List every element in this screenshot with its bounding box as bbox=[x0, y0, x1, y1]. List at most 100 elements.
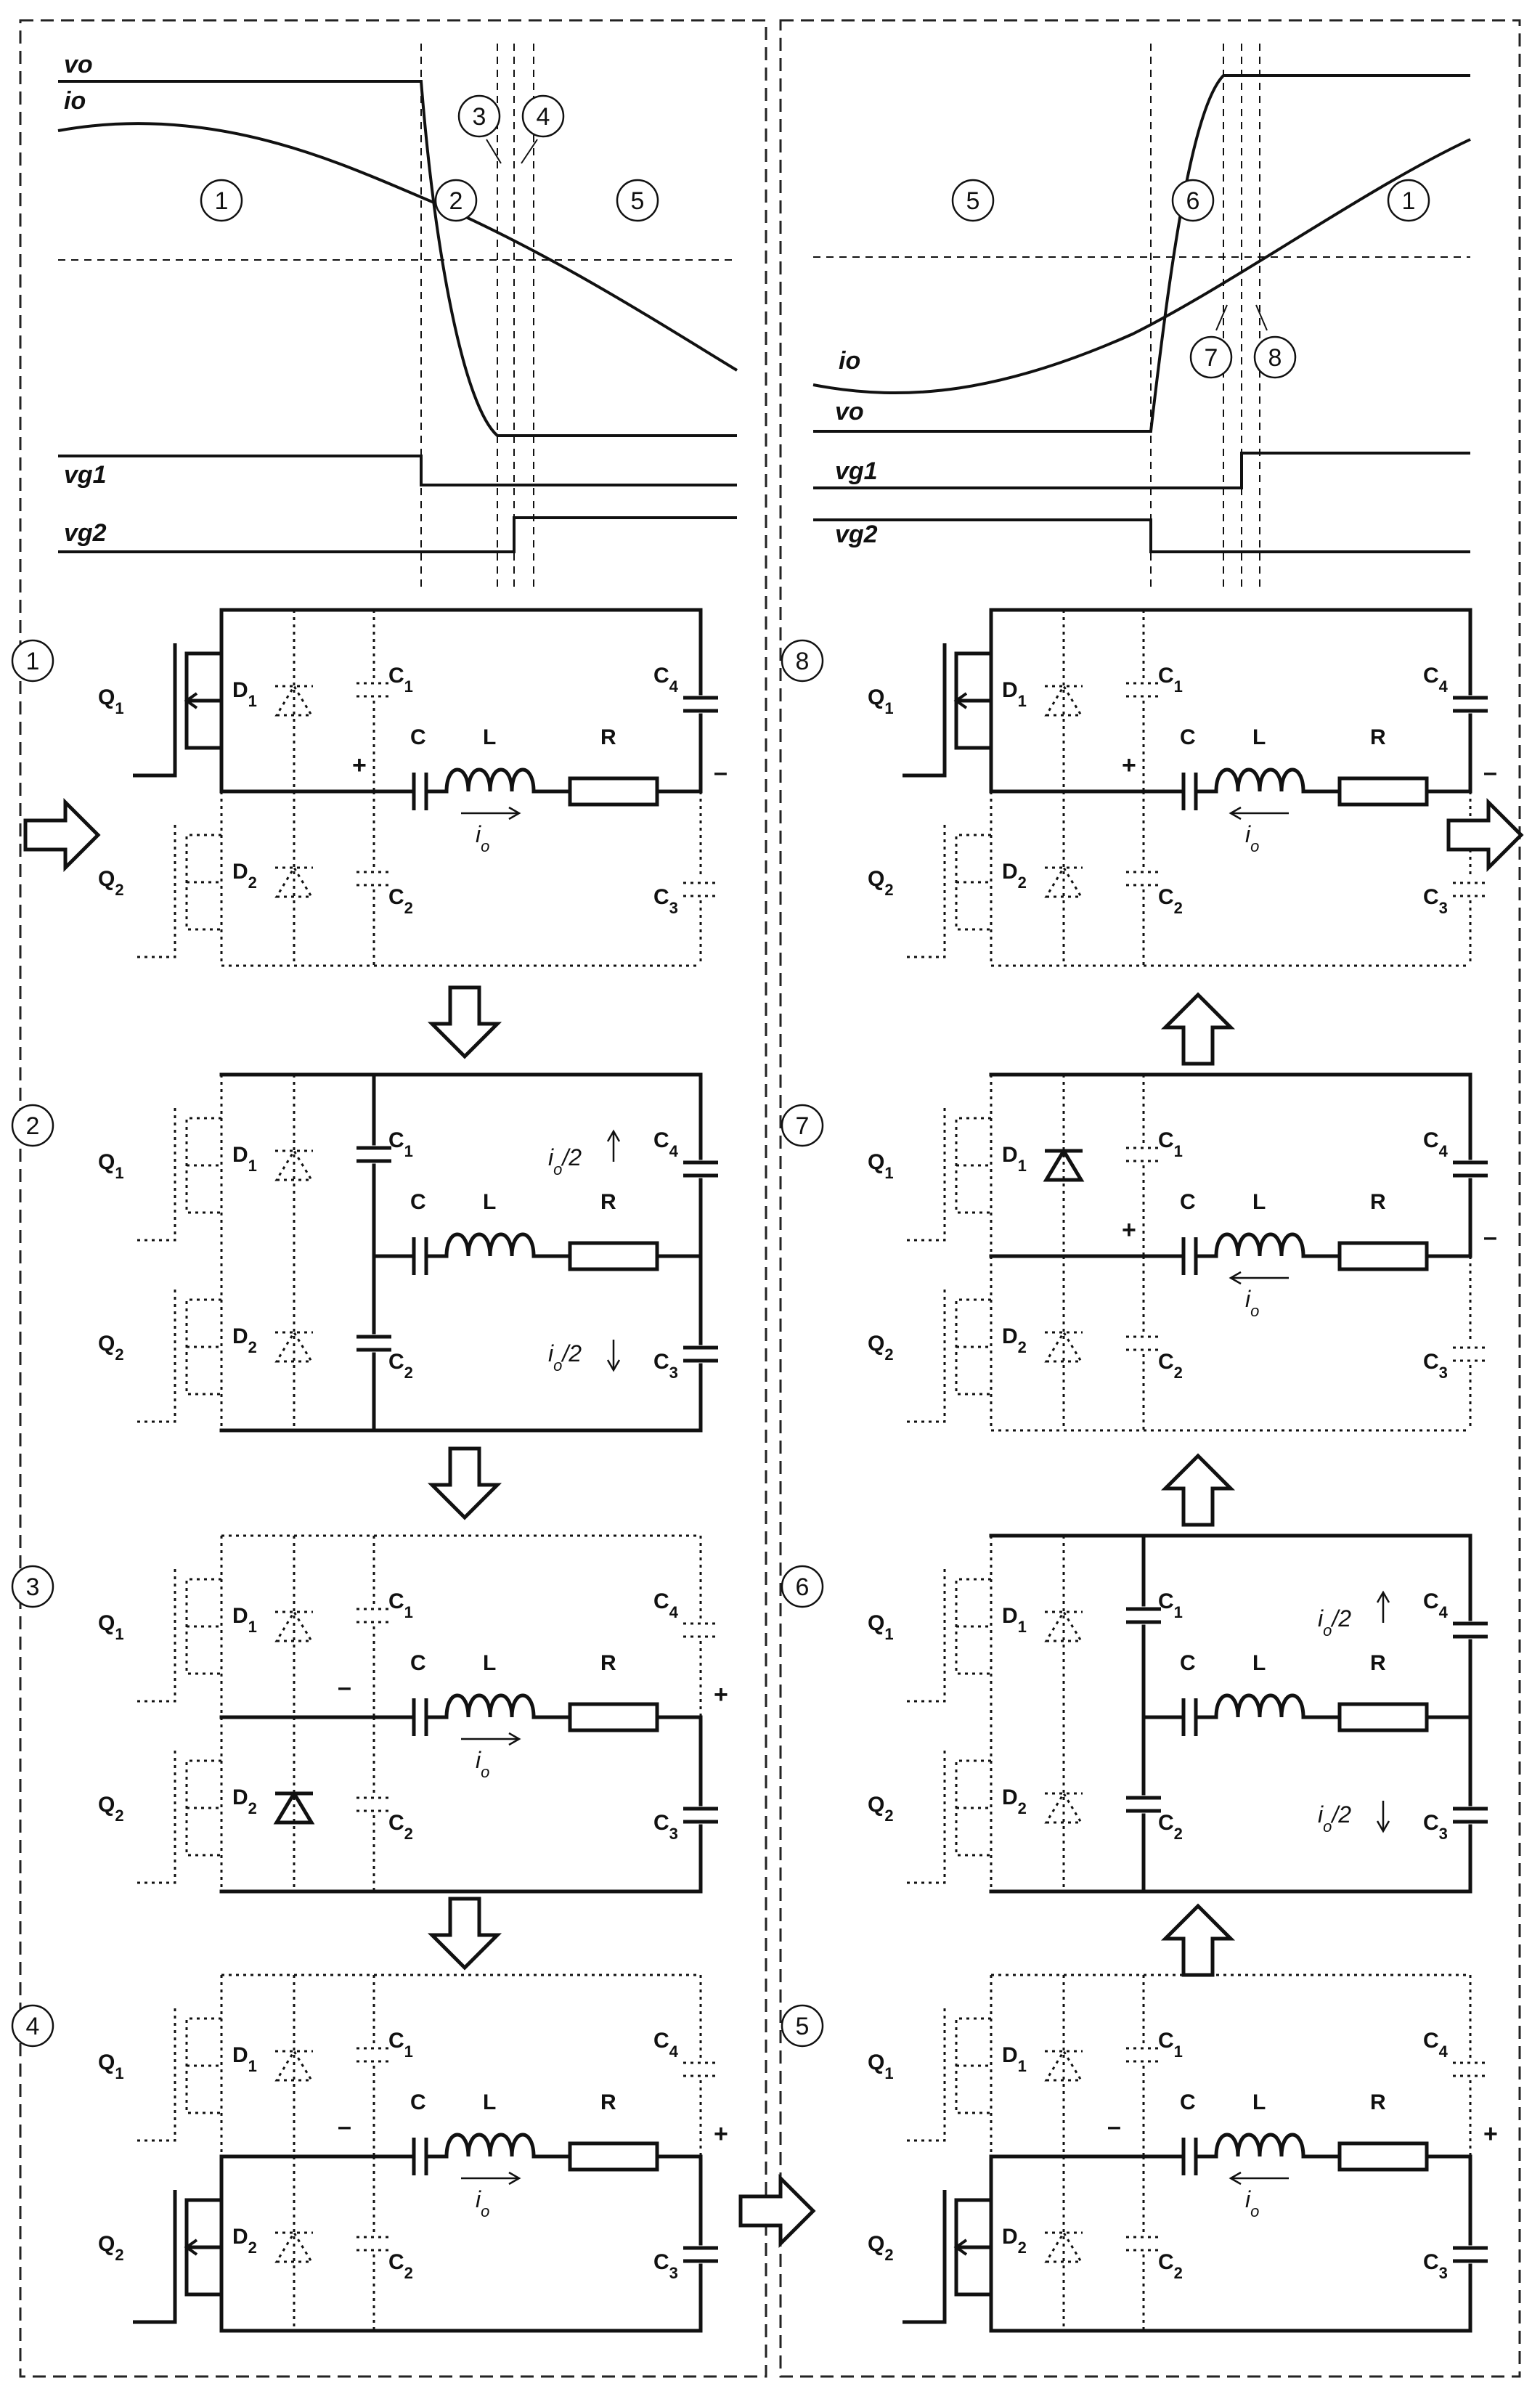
q2-mosfet bbox=[903, 825, 991, 958]
current-arrow-head bbox=[606, 1359, 621, 1372]
resistor bbox=[1337, 1241, 1429, 1271]
state-marker bbox=[11, 2004, 54, 2048]
q1-label: Q1 bbox=[868, 2050, 894, 2082]
current-half-label: io/2 bbox=[1318, 1605, 1351, 1640]
c4-label: C4 bbox=[653, 2029, 679, 2061]
flow-arrow bbox=[1160, 992, 1236, 1066]
c3-capacitor bbox=[1453, 2246, 1488, 2263]
c3-label: C3 bbox=[1423, 2250, 1448, 2282]
q2-mosfet bbox=[133, 1751, 221, 1884]
q2-label: Q2 bbox=[868, 867, 894, 899]
d1-label: D1 bbox=[1002, 678, 1027, 710]
d2-diode bbox=[274, 1330, 314, 1363]
vo-label: vo bbox=[835, 398, 864, 425]
svg-text:2: 2 bbox=[449, 187, 463, 215]
state-number: 7 bbox=[796, 1112, 810, 1140]
svg-text:7: 7 bbox=[1205, 344, 1218, 372]
current-label: io bbox=[476, 2186, 489, 2220]
r-label: R bbox=[1370, 2090, 1386, 2114]
r-label: R bbox=[600, 1190, 616, 1214]
q1-label: Q1 bbox=[98, 2050, 124, 2082]
q1-mosfet bbox=[133, 2008, 221, 2142]
resistor bbox=[1337, 2141, 1429, 2172]
d1-diode bbox=[274, 1610, 314, 1642]
c2-label: C2 bbox=[1158, 1811, 1183, 1843]
d1-diode bbox=[1044, 684, 1083, 717]
q2-mosfet bbox=[903, 1751, 991, 1884]
state-number: 1 bbox=[26, 648, 40, 675]
current-label: io bbox=[1245, 821, 1259, 855]
right-waveforms bbox=[812, 44, 1471, 592]
c-label: C bbox=[1180, 2090, 1196, 2114]
inductor bbox=[1214, 1232, 1305, 1257]
q1-label: Q1 bbox=[868, 1150, 894, 1182]
state-marker bbox=[11, 1104, 54, 1147]
right-interval-numbers: 5 6 1 7 8 bbox=[966, 187, 1416, 372]
l-label: L bbox=[483, 2090, 496, 2114]
svg-text:1: 1 bbox=[1402, 187, 1416, 215]
c3-label: C3 bbox=[1423, 885, 1448, 917]
svg-text:4: 4 bbox=[537, 103, 550, 131]
c2-label: C2 bbox=[1158, 2250, 1183, 2282]
q2-label: Q2 bbox=[868, 1332, 894, 1364]
c1-label: C1 bbox=[1158, 1589, 1183, 1621]
resistor bbox=[568, 2141, 659, 2172]
r-label: R bbox=[1370, 1190, 1386, 1214]
current-half-label: io/2 bbox=[548, 1340, 582, 1374]
plus-sign: + bbox=[1483, 2120, 1498, 2148]
flow-arrows bbox=[23, 797, 1524, 2249]
q2-mosfet bbox=[903, 2190, 991, 2324]
plus-sign: + bbox=[1122, 1216, 1136, 1244]
flow-arrow bbox=[427, 1446, 502, 1520]
c3-label: C3 bbox=[1423, 1350, 1448, 1382]
l-label: L bbox=[1252, 1190, 1266, 1214]
c4-capacitor bbox=[683, 1622, 718, 1638]
q1-label: Q1 bbox=[868, 685, 894, 717]
left-waveform-labels: vo io vg1 vg2 bbox=[64, 51, 107, 547]
c4-capacitor bbox=[1453, 696, 1488, 713]
c1-label: C1 bbox=[388, 1589, 413, 1621]
d1-label: D1 bbox=[232, 2043, 257, 2075]
inductor bbox=[1214, 1693, 1305, 1718]
c-label: C bbox=[1180, 1651, 1196, 1675]
c2-capacitor bbox=[357, 1335, 391, 1352]
right-panel bbox=[779, 19, 1521, 2378]
d2-diode bbox=[1044, 1791, 1083, 1824]
c1-label: C1 bbox=[388, 1128, 413, 1160]
svg-text:8: 8 bbox=[1268, 344, 1282, 372]
state-number: 5 bbox=[796, 2013, 810, 2040]
c2-capacitor bbox=[1126, 871, 1161, 887]
right-waveform-labels: io vo vg1 vg2 bbox=[835, 347, 878, 548]
q2-mosfet bbox=[903, 1290, 991, 1423]
current-half-label: io/2 bbox=[548, 1144, 582, 1178]
d1-label: D1 bbox=[232, 1143, 257, 1175]
c3-label: C3 bbox=[653, 1811, 678, 1843]
left-interval-markers bbox=[200, 94, 659, 222]
c2-capacitor bbox=[357, 871, 391, 887]
state-marker bbox=[11, 639, 54, 683]
current-arrow-head bbox=[606, 1129, 621, 1142]
current-label: io bbox=[1245, 1286, 1259, 1320]
c4-label: C4 bbox=[653, 1589, 679, 1621]
c1-capacitor bbox=[1126, 2047, 1161, 2063]
minus-sign: – bbox=[338, 1674, 351, 1701]
c2-label: C2 bbox=[388, 1811, 413, 1843]
svg-text:1: 1 bbox=[215, 187, 229, 215]
flow-arrow bbox=[427, 985, 502, 1059]
d2-diode bbox=[274, 2231, 314, 2263]
state-marker bbox=[11, 1565, 54, 1608]
q2-label: Q2 bbox=[98, 1332, 124, 1364]
q1-mosfet bbox=[903, 1108, 991, 1242]
c4-label: C4 bbox=[1423, 1128, 1449, 1160]
c2-capacitor bbox=[1126, 1796, 1161, 1813]
d1-label: D1 bbox=[232, 678, 257, 710]
current-half-label: io/2 bbox=[1318, 1801, 1351, 1836]
state-number: 3 bbox=[26, 1573, 40, 1601]
c2-label: C2 bbox=[388, 1350, 413, 1382]
d2-label: D2 bbox=[232, 2225, 257, 2257]
c3-capacitor bbox=[1453, 1807, 1488, 1824]
d2-diode bbox=[1044, 2231, 1083, 2263]
